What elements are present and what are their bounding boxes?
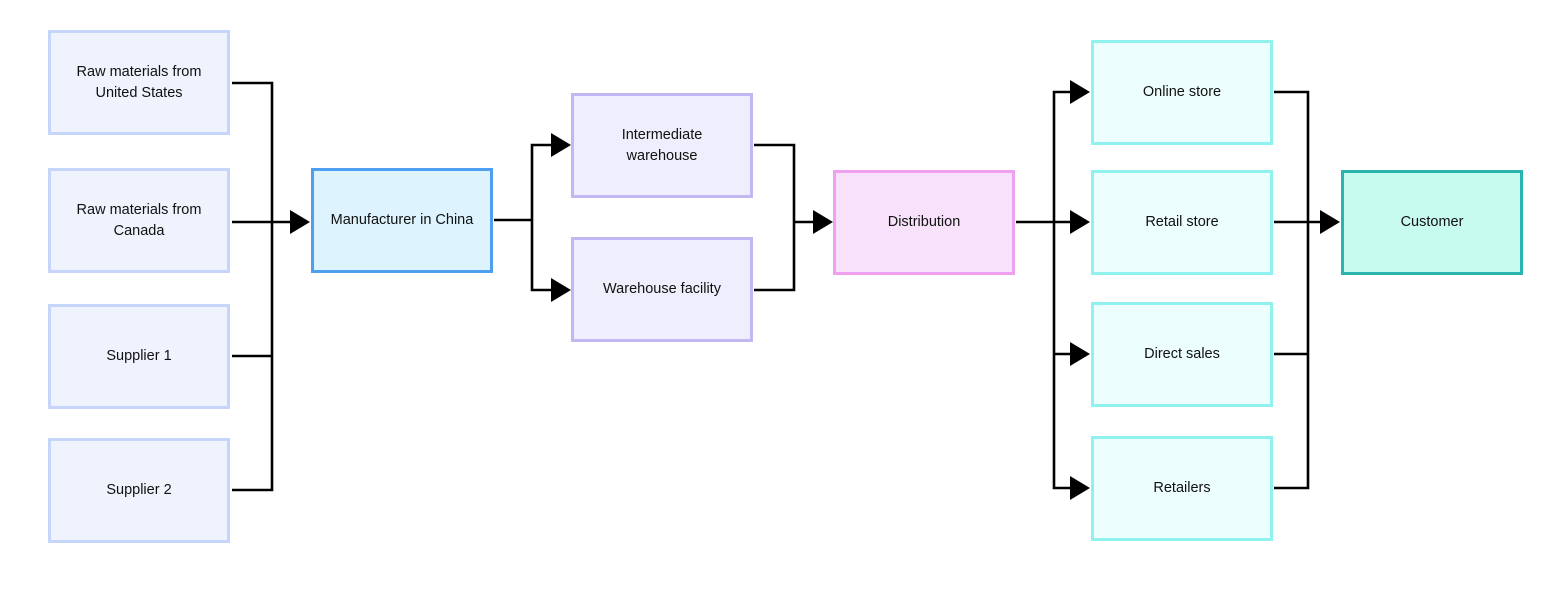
connector-sources-to-manufacturer <box>232 81 310 492</box>
node-distribution: Distribution <box>833 170 1015 275</box>
connector-warehouses-to-distribution <box>754 143 833 292</box>
node-label: Retail store <box>1145 214 1219 231</box>
node-supplier-2: Supplier 2 <box>48 438 230 543</box>
node-intermediate-warehouse: Intermediate warehouse <box>571 93 753 198</box>
node-label: Supplier 1 <box>106 348 172 365</box>
connector-channels-to-customer <box>1274 90 1340 490</box>
node-warehouse-facility: Warehouse facility <box>571 237 753 342</box>
node-retail-store: Retail store <box>1091 170 1273 275</box>
node-direct-sales: Direct sales <box>1091 302 1273 407</box>
node-label: Supplier 2 <box>106 482 172 499</box>
node-retailers: Retailers <box>1091 436 1273 541</box>
connector-manufacturer-to-warehouses <box>494 133 571 302</box>
node-online-store: Online store <box>1091 40 1273 145</box>
node-label: Direct sales <box>1144 346 1220 363</box>
node-label: Intermediate warehouse <box>621 127 703 164</box>
node-label: Warehouse facility <box>603 281 721 298</box>
node-raw-materials-canada: Raw materials from Canada <box>48 168 230 273</box>
node-label: Retailers <box>1153 480 1211 497</box>
node-manufacturer-china: Manufacturer in China <box>311 168 493 273</box>
node-label: Raw materials from United States <box>76 64 202 101</box>
node-raw-materials-united-states: Raw materials from United States <box>48 30 230 135</box>
node-label: Manufacturer in China <box>330 212 474 229</box>
node-label: Raw materials from Canada <box>76 202 202 239</box>
node-customer: Customer <box>1341 170 1523 275</box>
node-supplier-1: Supplier 1 <box>48 304 230 409</box>
node-label: Online store <box>1142 84 1222 101</box>
connector-distribution-to-channels <box>1016 80 1090 500</box>
node-label: Distribution <box>887 214 961 231</box>
node-label: Customer <box>1400 214 1464 231</box>
